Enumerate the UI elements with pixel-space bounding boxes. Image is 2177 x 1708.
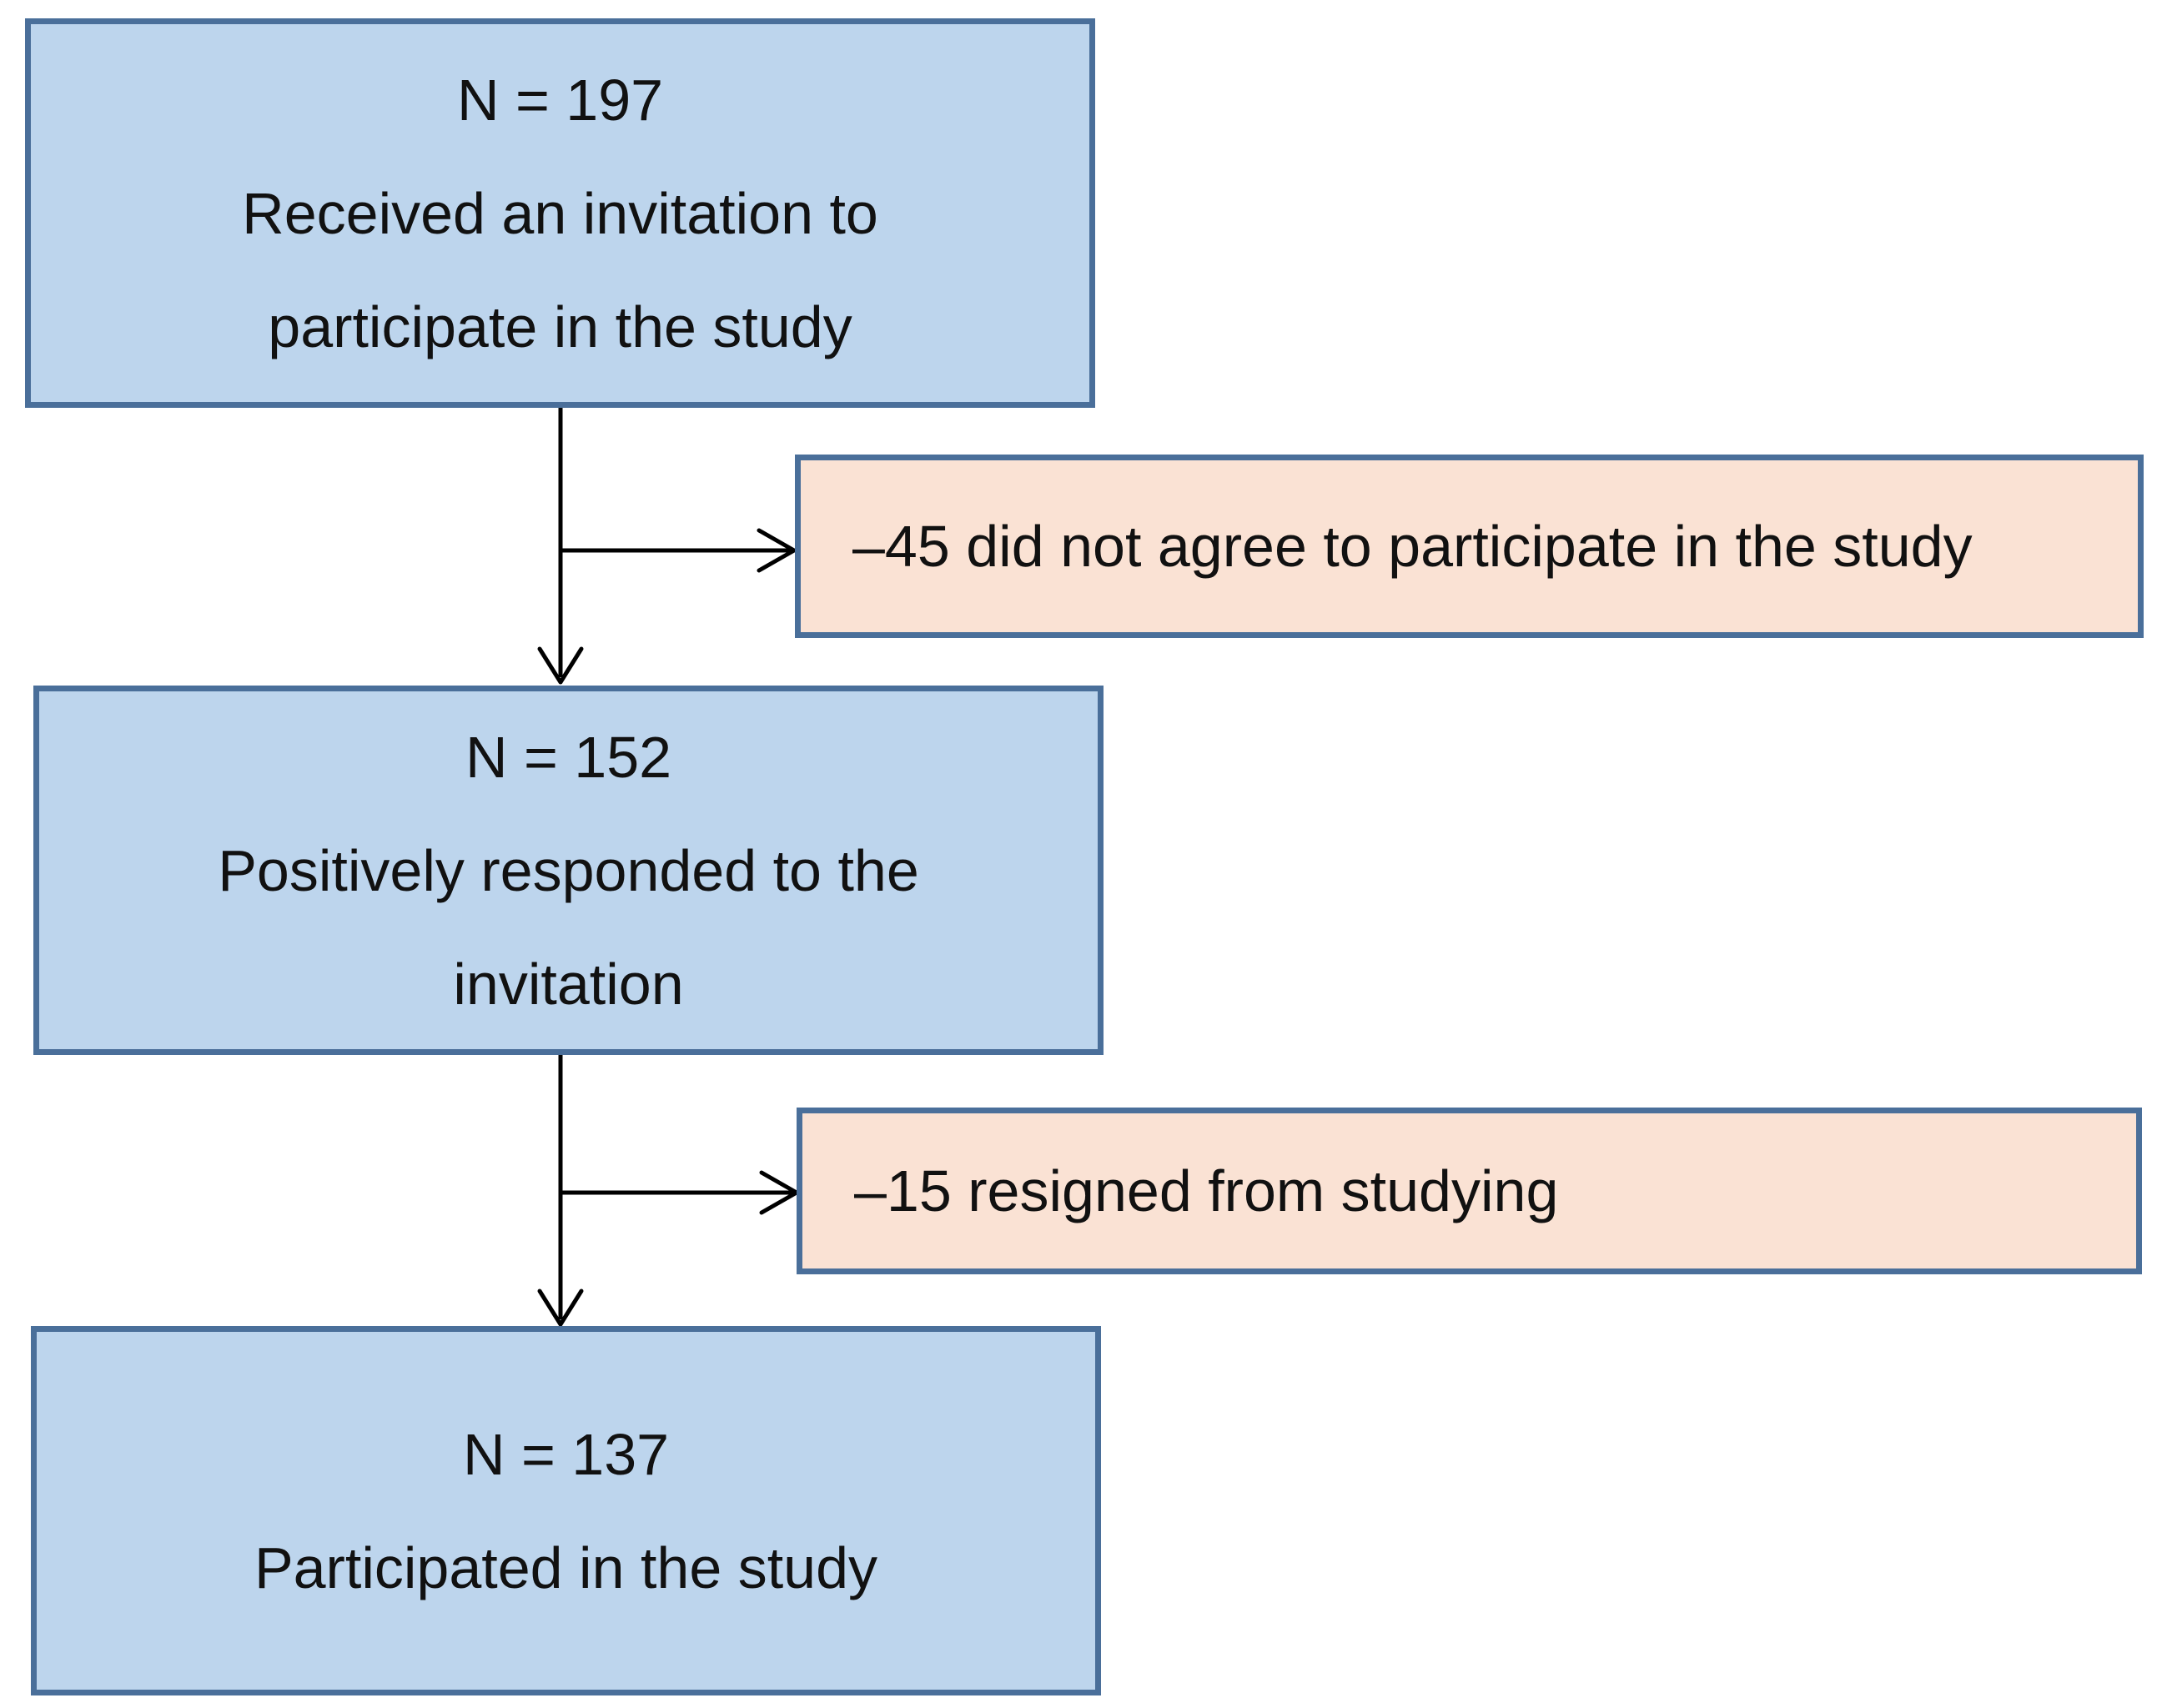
- received-label-line-2: participate in the study: [268, 294, 852, 359]
- participated-label: Participated in the study: [254, 1535, 878, 1600]
- participated-box: N = 137 Participated in the study: [31, 1326, 1101, 1695]
- resigned-text: –15 resigned from studying: [854, 1158, 1559, 1223]
- arrowhead-down-2: [537, 1289, 584, 1327]
- declined-exclusion-box: –45 did not agree to participate in the …: [795, 455, 2144, 638]
- declined-text: –45 did not agree to participate in the …: [852, 514, 1973, 579]
- participated-count: N = 137: [462, 1421, 670, 1487]
- responded-label-line-1: Positively responded to the: [218, 837, 919, 903]
- responded-count: N = 152: [465, 724, 672, 790]
- received-invitation-box: N = 197 Received an invitation to partic…: [25, 18, 1095, 408]
- resigned-exclusion-box: –15 resigned from studying: [797, 1108, 2142, 1274]
- received-count: N = 197: [456, 67, 664, 133]
- arrowhead-right-1: [757, 528, 797, 573]
- responded-label-line-2: invitation: [453, 951, 684, 1017]
- arrowhead-down-1: [537, 646, 584, 685]
- responded-box: N = 152 Positively responded to the invi…: [33, 686, 1104, 1055]
- received-label-line-1: Received an invitation to: [242, 180, 878, 246]
